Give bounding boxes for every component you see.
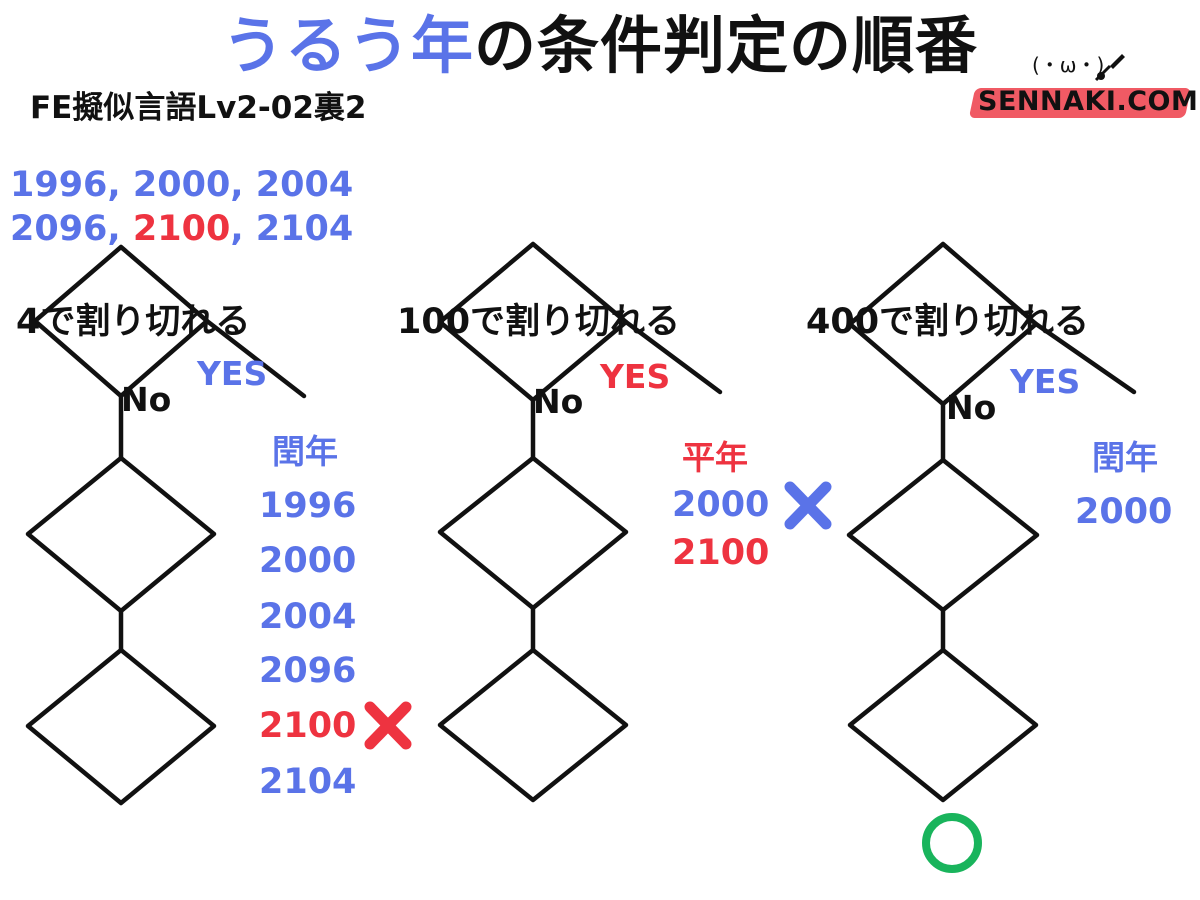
year-item: 2000 (259, 541, 357, 581)
years-intro-line2: 2096, 2100, 2104 (10, 208, 353, 250)
decision-diamond-step3-col1 (25, 647, 217, 806)
result-label-common-col2: 平年 (682, 438, 748, 477)
yes-branch-line-4 (204, 318, 307, 399)
yes-label-100: YES (600, 357, 671, 396)
no-label-4: No (121, 380, 172, 419)
no-label-400: No (946, 388, 997, 427)
year-2096: 2096, (10, 209, 133, 249)
brush-icon (1094, 54, 1125, 82)
year-item: 2000 (672, 485, 770, 525)
decision-diamond-step3-col2 (437, 647, 629, 803)
yes-branch-line-100 (623, 319, 723, 395)
year-item: 1996 (259, 486, 357, 526)
blue-cross-icon (784, 481, 832, 530)
year-item: 2000 (1075, 492, 1173, 532)
yes-label-4: YES (197, 354, 268, 393)
red-cross-icon (364, 701, 412, 750)
condition-label-100: 100で割り切れる (397, 302, 681, 342)
decision-diamond-step2-col2 (437, 455, 629, 611)
year-item-excluded: 2100 (259, 706, 357, 746)
yes-branch-line-400 (1033, 321, 1137, 395)
condition-label-4: 4で割り切れる (16, 302, 251, 342)
result-label-leap-col1: 閏年 (272, 432, 338, 471)
subtitle: FE擬似言語Lv2-02裏2 (30, 90, 367, 126)
condition-label-400: 400で割り切れる (806, 302, 1090, 342)
page-title: うるう年の条件判定の順番 (0, 8, 1200, 84)
title-rest: の条件判定の順番 (474, 9, 979, 82)
result-label-leap-col3: 閏年 (1092, 438, 1158, 477)
year-2104: , 2104 (230, 209, 354, 249)
year-2100-highlight: 2100 (132, 209, 231, 249)
title-highlight: うるう年 (221, 9, 474, 82)
site-logo[interactable]: (・ω・) SENNAKI.COM (968, 48, 1198, 128)
green-circle-icon (922, 813, 982, 873)
decision-diamond-step2-col1 (25, 455, 217, 614)
year-item: 2104 (259, 762, 357, 802)
yes-label-400: YES (1010, 362, 1081, 401)
years-intro-line1: 1996, 2000, 2004 (10, 165, 354, 205)
year-item: 2100 (672, 533, 770, 573)
decision-diamond-step2-col3 (846, 457, 1040, 613)
year-item: 2004 (259, 597, 357, 637)
logo-text: SENNAKI.COM (978, 86, 1199, 117)
face-icon: (・ω・) (1032, 53, 1105, 77)
decision-diamond-step3-col3 (847, 647, 1039, 803)
year-item: 2096 (259, 651, 357, 691)
no-label-100: No (533, 382, 584, 421)
